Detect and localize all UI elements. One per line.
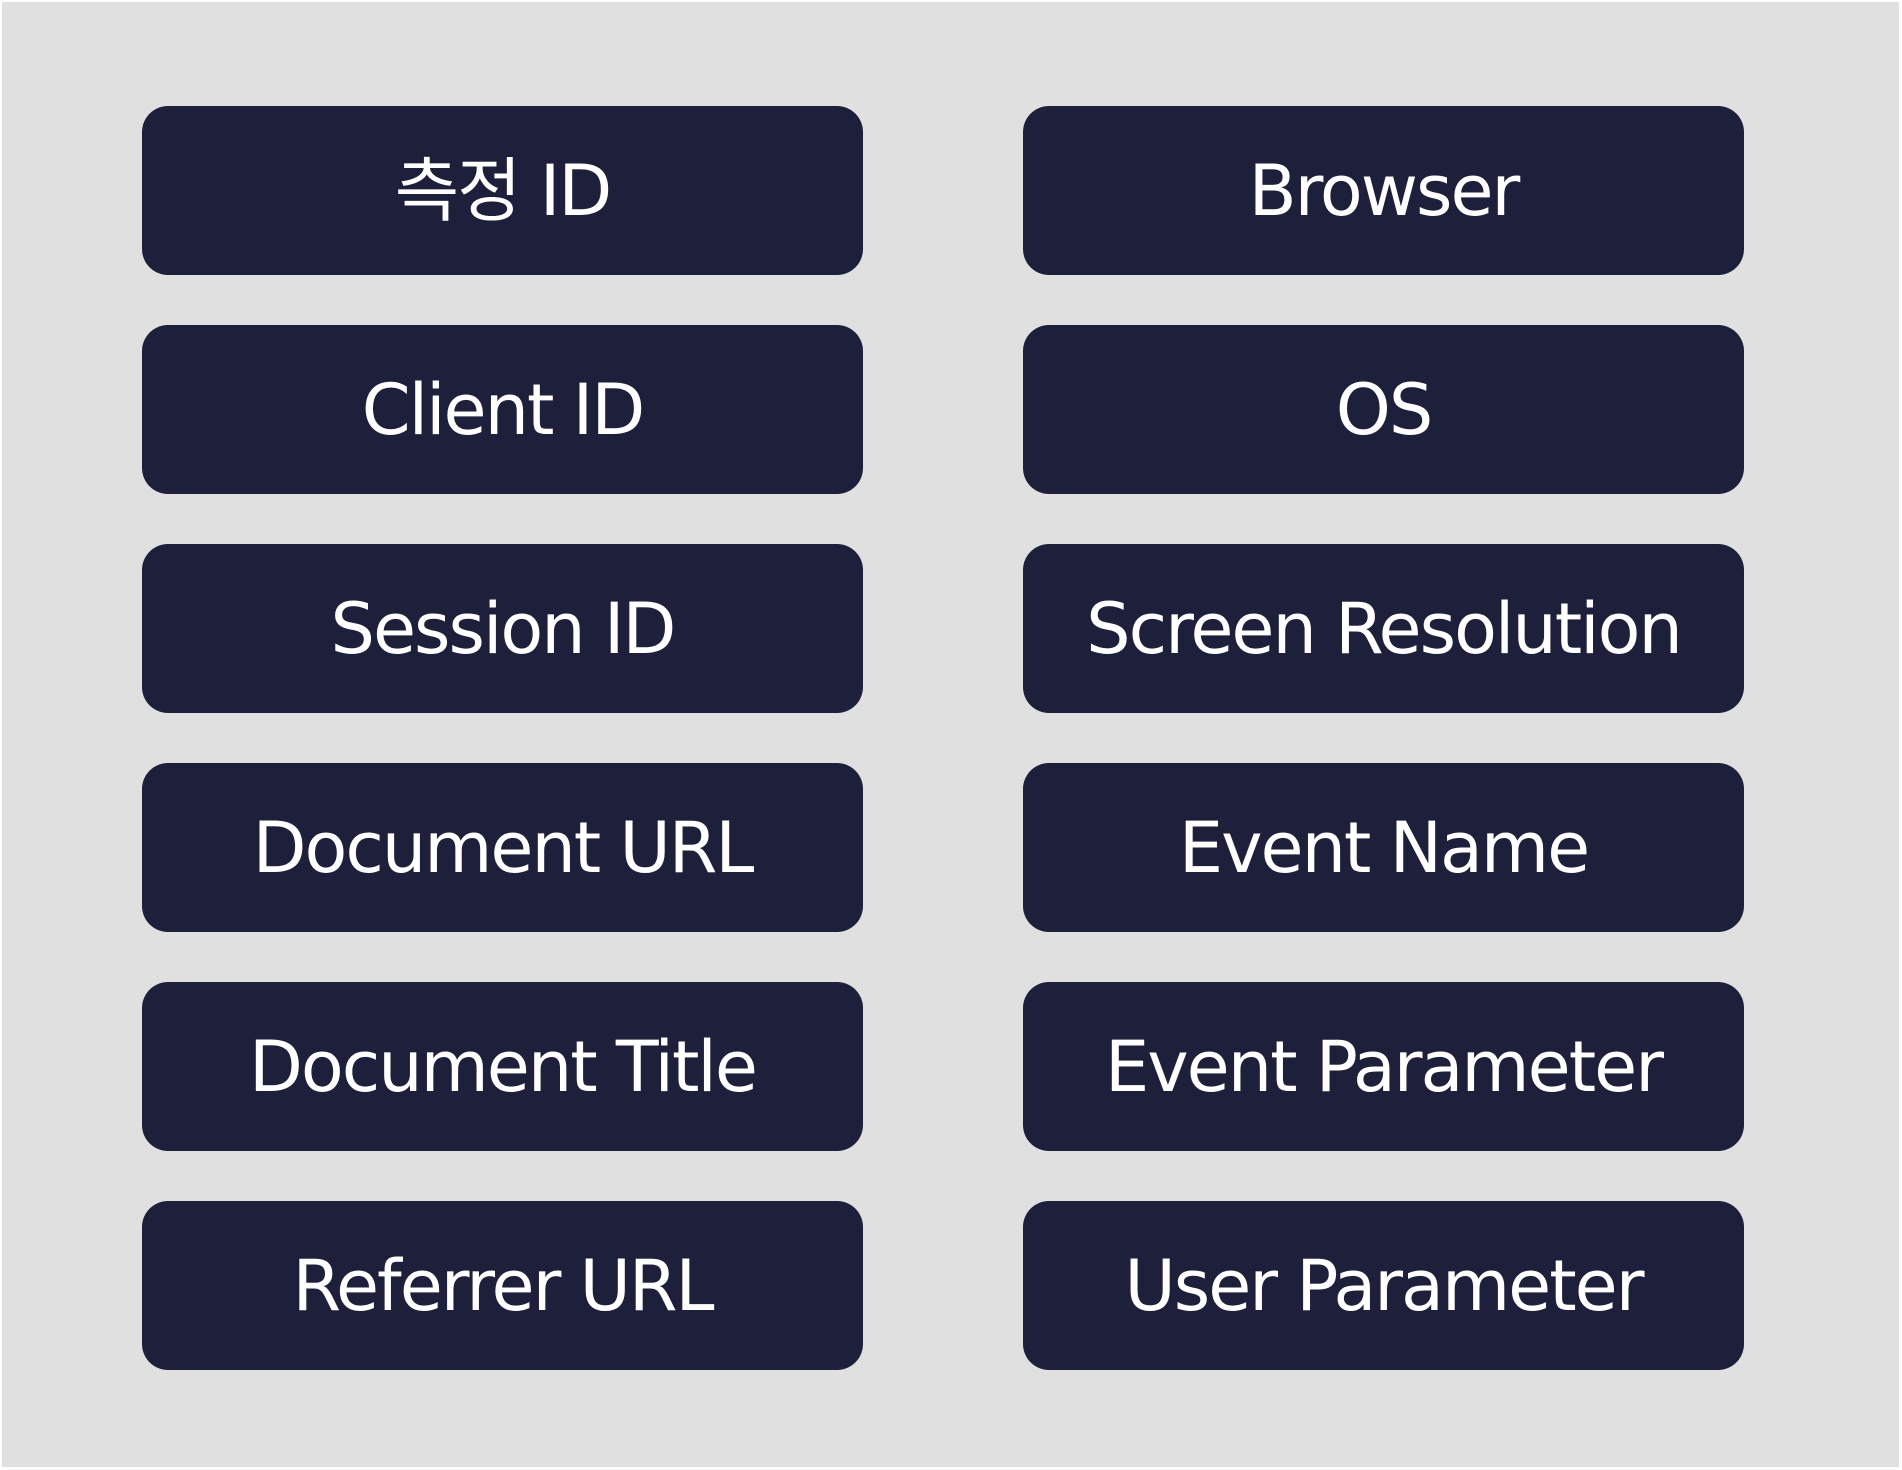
field-chip-session-id: Session ID: [142, 544, 863, 713]
field-chip-referrer-url: Referrer URL: [142, 1201, 863, 1370]
field-chip-browser: Browser: [1023, 106, 1744, 275]
field-label: Event Parameter: [1105, 1025, 1664, 1108]
field-chip-document-url: Document URL: [142, 763, 863, 932]
field-label: Browser: [1248, 149, 1521, 232]
field-label: OS: [1335, 368, 1434, 451]
field-label: User Parameter: [1124, 1244, 1645, 1327]
field-chip-screen-resolution: Screen Resolution: [1023, 544, 1744, 713]
field-label: Document Title: [249, 1025, 758, 1108]
field-label: Client ID: [361, 368, 645, 451]
field-chip-client-id: Client ID: [142, 325, 863, 494]
field-label: 측정 ID: [394, 149, 613, 232]
field-grid: 측정 ID Browser Client ID OS Session ID Sc…: [142, 106, 1744, 1370]
field-label: Session ID: [330, 587, 677, 670]
field-chip-document-title: Document Title: [142, 982, 863, 1151]
field-chip-os: OS: [1023, 325, 1744, 494]
field-chip-user-parameter: User Parameter: [1023, 1201, 1744, 1370]
field-chip-event-name: Event Name: [1023, 763, 1744, 932]
field-label: Referrer URL: [292, 1244, 714, 1327]
field-chip-measurement-id: 측정 ID: [142, 106, 863, 275]
field-chip-event-parameter: Event Parameter: [1023, 982, 1744, 1151]
field-label: Document URL: [252, 806, 755, 889]
field-label: Screen Resolution: [1086, 587, 1683, 670]
field-label: Event Name: [1178, 806, 1590, 889]
